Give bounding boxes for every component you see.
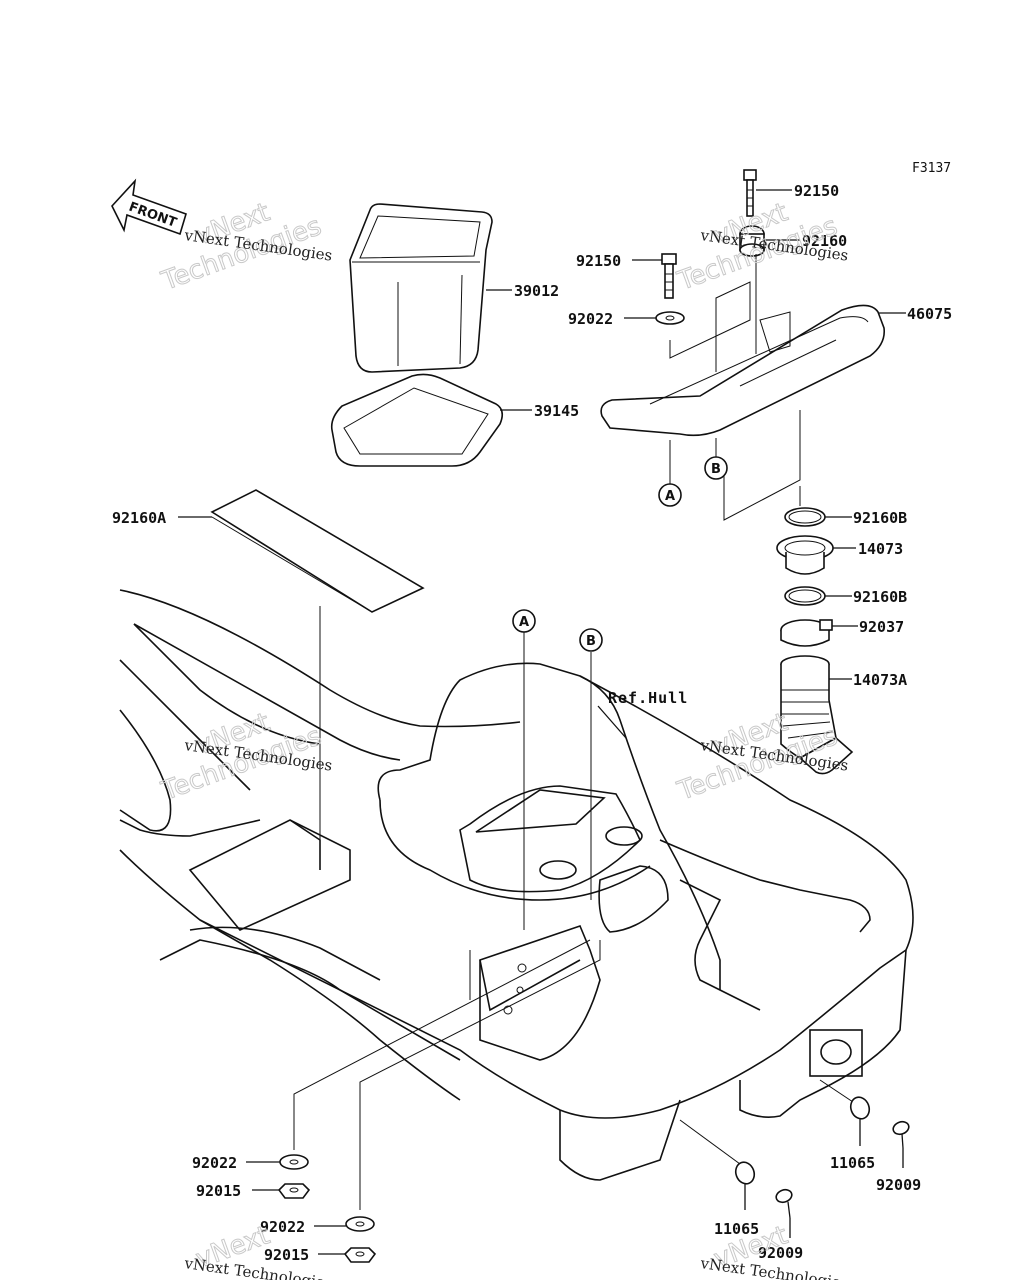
hull-body [119,589,914,1181]
label-92015-bottom-2: 92015 [264,1246,309,1264]
label-92022-top: 92022 [568,310,613,328]
cap-11065-right [849,1096,871,1120]
label-14073A: 14073A [853,671,907,689]
gasket-ring-39145 [330,373,504,467]
collar-92160-top [739,225,765,257]
bolt-92150-top [743,169,757,217]
front-arrow-icon: FRONT [111,178,187,236]
svg-text:B: B [711,462,721,477]
washer-92022-bottom-1 [279,1154,309,1170]
screw-92009-right [892,1120,910,1149]
label-92037: 92037 [859,618,904,636]
label-leaders [178,189,906,1255]
label-ref-hull: Ref.Hull [608,689,688,707]
label-92160A: 92160A [112,509,166,527]
duct-adapter-14073 [776,535,834,575]
callout-a-hull: A [512,609,536,633]
callout-a-handle: A [658,483,682,507]
label-92009-center: 92009 [758,1244,803,1262]
washer-92022-bottom-2 [345,1216,375,1232]
svg-text:vNext Technologies: vNext Technologies [182,1254,333,1280]
watermark-top-right: vNext Technologies vNext Technologies [673,197,850,298]
svg-text:B: B [586,634,596,649]
label-46075: 46075 [907,305,952,323]
corrugated-hose-14073A [780,655,854,775]
cap-11065-center [734,1161,756,1185]
nut-92015-bottom-2 [343,1247,377,1263]
watermark-bottom-left: vNext vNext Technologies [182,1220,333,1280]
assembly-guides-handle [669,254,801,521]
ring-92160B-lower [784,586,826,606]
bolt-92150-left [661,253,677,299]
screw-92009-center [775,1188,793,1219]
storage-bucket-39012 [349,203,493,373]
label-92160B-upper: 92160B [853,509,907,527]
label-92160B-lower: 92160B [853,588,907,606]
hull-guides [293,606,857,1210]
washer-92022-top [655,311,685,325]
label-92009-right: 92009 [876,1176,921,1194]
label-92160-top: 92160 [802,232,847,250]
label-92022-bottom-2: 92022 [260,1218,305,1236]
label-39012: 39012 [514,282,559,300]
label-92022-bottom-1: 92022 [192,1154,237,1172]
svg-text:A: A [665,489,675,504]
mat-strip-92160A [210,489,425,613]
nut-92015-bottom-1 [277,1183,311,1199]
handle-grip-46075 [600,304,886,437]
label-39145: 39145 [534,402,579,420]
diagram-code: F3137 [912,161,951,176]
svg-text:A: A [519,615,529,630]
callout-b-hull: B [579,628,603,652]
label-92150-top: 92150 [794,182,839,200]
hose-clamp-92037 [780,619,833,647]
label-14073: 14073 [858,540,903,558]
label-11065-center: 11065 [714,1220,759,1238]
ring-92160B-upper [784,507,826,527]
label-92150-left: 92150 [576,252,621,270]
label-92015-bottom-1: 92015 [196,1182,241,1200]
callout-b-handle: B [704,456,728,480]
label-11065-right: 11065 [830,1154,875,1172]
